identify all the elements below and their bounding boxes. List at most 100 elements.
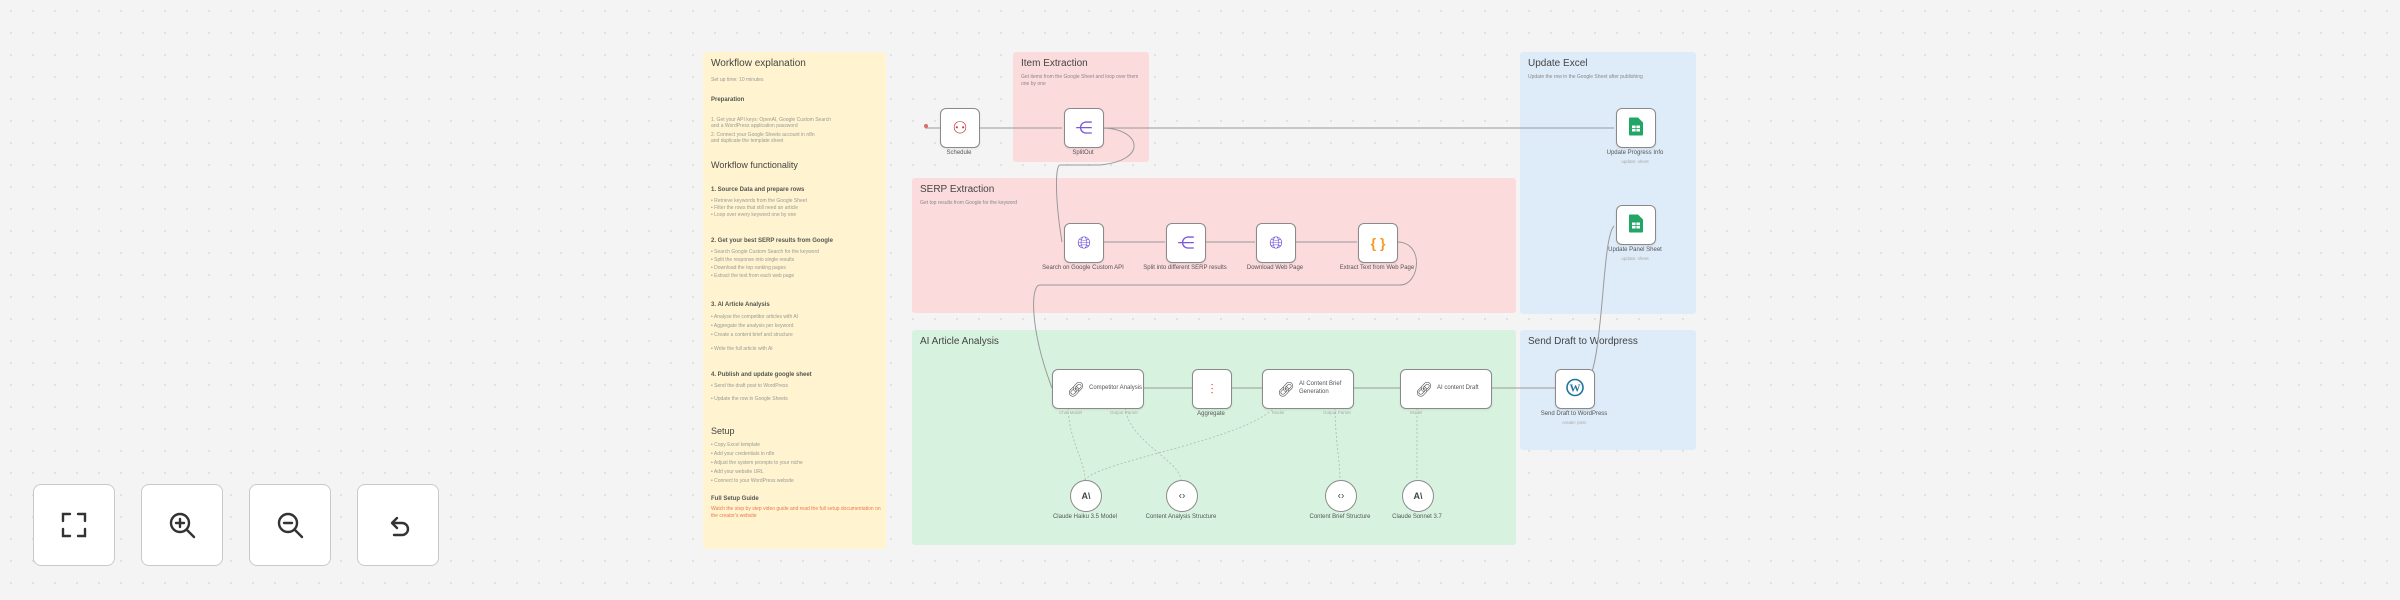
group-title: AI Article Analysis (920, 336, 999, 347)
step2-item: • Search Google Custom Search for the ke… (711, 249, 819, 255)
group-description: Update the row in the Google Sheet after… (1528, 74, 1643, 80)
globe-icon: 🌐︎ (1269, 233, 1283, 253)
node-sublabel: create: post (1562, 420, 1586, 425)
svg-text:W: W (1570, 383, 1581, 395)
update-excel-group[interactable]: Update Excel Update the row in the Googl… (1520, 52, 1696, 314)
preparation-item: 1. Get your API keys: OpenAI, Google Cus… (711, 117, 832, 123)
trigger-indicator (924, 124, 928, 128)
code-icon: ‹› (1337, 490, 1345, 502)
anthropic-icon: A\ (1081, 491, 1091, 501)
port-label: Output Parser (1110, 410, 1139, 415)
node-label: AI Content Brief Generation (1299, 381, 1342, 395)
guide-link[interactable]: Watch the step by step video guide and r… (711, 506, 881, 519)
update-progress-node[interactable] (1616, 108, 1656, 148)
zoom-in-button[interactable] (141, 484, 223, 566)
step1-heading: 1. Source Data and prepare rows (711, 187, 805, 193)
search-google-node[interactable]: 🌐︎ (1064, 223, 1104, 263)
fullscreen-button[interactable] (33, 484, 115, 566)
content-brief-node[interactable]: 🔗︎ AI Content Brief Generation (1262, 369, 1354, 409)
chain-icon: 🔗︎ (1277, 381, 1295, 397)
preparation-heading: Preparation (711, 97, 745, 103)
setup-title: Setup (711, 426, 735, 436)
group-title: Update Excel (1528, 58, 1588, 69)
competitor-analysis-node[interactable]: 🔗︎ Competitor Analysis (1052, 369, 1144, 409)
send-draft-group[interactable]: Send Draft to Wordpress (1520, 330, 1696, 450)
update-panel-node[interactable] (1616, 205, 1656, 245)
subnode-connection (1334, 403, 1341, 481)
port-label: Output Parser (1323, 410, 1352, 415)
step3-heading: 3. AI Article Analysis (711, 302, 770, 308)
chain-icon: 🔗︎ (1415, 381, 1433, 397)
node-label: Content Brief Structure (1309, 514, 1371, 520)
group-title: Send Draft to Wordpress (1528, 336, 1638, 347)
setup-item: • Add your website URL (711, 469, 764, 475)
step4-item: • Send the draft post to WordPress (711, 383, 788, 389)
step4-item: • Update the row in Google Sheets (711, 396, 788, 402)
aggregate-node[interactable]: ⫶ (1192, 369, 1232, 409)
connection (1056, 127, 1135, 243)
connection (1033, 241, 1417, 389)
port-label: Chat Model (1059, 410, 1083, 415)
step2-item: • Download the top ranking pages (711, 265, 786, 271)
group-description: Get top results from Google for the keyw… (920, 200, 1017, 206)
node-label: Search on Google Custom API (1042, 265, 1124, 271)
chain-icon: 🔗︎ (1067, 381, 1085, 397)
extract-text-node[interactable]: { } (1358, 223, 1398, 263)
step2-heading: 2. Get your best SERP results from Googl… (711, 238, 833, 244)
node-label: SplitOut (1072, 150, 1094, 156)
step1-item: • Filter the rows that still need an art… (711, 205, 799, 211)
google-sheets-icon (1629, 214, 1643, 236)
step3-item: • Write the full article with AI (711, 346, 773, 352)
group-description: Get items from the Google Sheet and loop… (1021, 74, 1139, 87)
anthropic-icon: A\ (1413, 491, 1423, 501)
preparation-item: and duplicate the template sheet (711, 138, 784, 144)
functionality-title: Workflow functionality (711, 160, 798, 170)
preparation-item: and a WordPress application password (711, 123, 798, 129)
node-label: Schedule (946, 150, 972, 156)
wordpress-icon: W (1566, 378, 1584, 400)
setup-item: • Connect to your WordPress website (711, 478, 794, 484)
group-title: SERP Extraction (920, 184, 995, 195)
aggregate-icon: ⫶ (1210, 381, 1214, 397)
node-label: Claude Haiku 3.5 Model (1052, 514, 1118, 520)
fullscreen-icon (61, 512, 87, 538)
ai-content-draft-node[interactable]: 🔗︎ AI content Draft (1400, 369, 1492, 409)
node-label: Extract Text from Web Page (1339, 265, 1415, 271)
node-label: Content Analysis Structure (1145, 514, 1217, 520)
zoom-out-button[interactable] (249, 484, 331, 566)
port-label: Model (1272, 410, 1285, 415)
claude-sonnet-node[interactable]: A\ (1402, 480, 1434, 512)
split-icon: ⋲ (1075, 118, 1093, 138)
setup-item: • Copy Excel template (711, 442, 760, 448)
step1-item: • Loop over every keyword one by one (711, 212, 797, 218)
note-title: Workflow explanation (711, 58, 806, 69)
node-label: AI content Draft (1437, 385, 1479, 392)
content-brief-structure-node[interactable]: ‹› (1325, 480, 1357, 512)
node-label: Update Panel Sheet (1608, 247, 1662, 253)
split-serp-node[interactable]: ⋲ (1166, 223, 1206, 263)
code-icon: ‹› (1178, 490, 1186, 502)
step3-item: • Analyse the competitor articles with A… (711, 314, 799, 320)
splitout-node[interactable]: ⋲ (1064, 108, 1104, 148)
node-label: Split into different SERP results (1143, 265, 1227, 271)
claude-haiku-node[interactable]: A\ (1070, 480, 1102, 512)
send-wordpress-node[interactable]: W (1555, 369, 1595, 409)
content-structure-node[interactable]: ‹› (1166, 480, 1198, 512)
step2-item: • Extract the text from each web page (711, 273, 795, 279)
note-subtitle: Set up time: 10 minutes (711, 77, 764, 83)
workflow-explanation-note[interactable]: Workflow explanation Set up time: 10 min… (703, 52, 886, 549)
subnode-connection (1067, 403, 1086, 481)
step3-item: • Aggregate the analysis per keyword (711, 323, 794, 329)
download-page-node[interactable]: 🌐︎ (1256, 223, 1296, 263)
reset-zoom-button[interactable] (357, 484, 439, 566)
node-label: Competitor Analysis (1089, 385, 1143, 392)
schedule-node[interactable]: ⚇ (940, 108, 980, 148)
step2-item: • Split the response into single results (711, 257, 795, 263)
globe-icon: 🌐︎ (1077, 233, 1091, 253)
port-label: Model (1410, 410, 1423, 415)
node-label: Download Web Page (1246, 265, 1304, 271)
step3-item: • Create a content brief and structure (711, 332, 793, 338)
serp-extraction-group[interactable]: SERP Extraction Get top results from Goo… (912, 178, 1516, 313)
step4-heading: 4. Publish and update google sheet (711, 372, 812, 378)
